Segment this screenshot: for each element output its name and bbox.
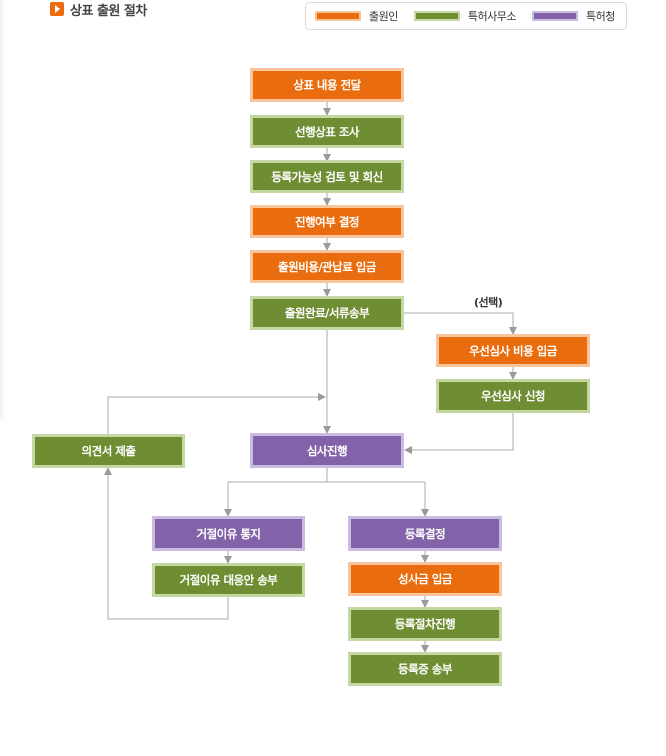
connector bbox=[403, 312, 517, 335]
node-registration-process: 등록절차진행 bbox=[348, 607, 502, 641]
node-deliver-trademark: 상표 내용 전달 bbox=[250, 68, 404, 102]
node-success-fee: 성사금 입금 bbox=[348, 562, 502, 596]
node-filing-payment: 출원비용/관납료 입금 bbox=[250, 250, 404, 283]
legend-item-patent-office: 특허청 bbox=[531, 8, 615, 24]
legend: 출원인 특허사무소 특허청 bbox=[305, 2, 627, 30]
connector bbox=[104, 467, 229, 620]
node-rejection-notice: 거절이유 통지 bbox=[152, 516, 305, 551]
node-filing-complete: 출원완료/서류송부 bbox=[250, 296, 404, 330]
node-registrability-review: 등록가능성 검토 및 회신 bbox=[250, 160, 404, 193]
play-icon bbox=[50, 2, 64, 16]
node-rejection-response: 거절이유 대응안 송부 bbox=[152, 563, 305, 597]
node-certificate-delivery: 등록증 송부 bbox=[348, 652, 502, 686]
page-title: 상표 출원 절차 bbox=[50, 0, 147, 19]
legend-item-applicant: 출원인 bbox=[315, 8, 398, 24]
page-title-text: 상표 출원 절차 bbox=[70, 3, 147, 19]
node-proceed-decision: 진행여부 결정 bbox=[250, 205, 404, 238]
connector bbox=[404, 412, 514, 454]
node-priority-payment: 우선심사 비용 입금 bbox=[436, 334, 590, 367]
legend-item-law-firm: 특허사무소 bbox=[413, 8, 517, 24]
connector bbox=[107, 393, 326, 434]
node-priority-request: 우선심사 신청 bbox=[436, 379, 590, 413]
node-examination: 심사진행 bbox=[250, 433, 404, 468]
legend-swatch-orange bbox=[315, 11, 361, 21]
node-prior-search: 선행상표 조사 bbox=[250, 115, 404, 148]
legend-label: 특허사무소 bbox=[467, 10, 517, 23]
legend-label: 특허청 bbox=[585, 10, 615, 23]
node-registration-decision: 등록결정 bbox=[348, 516, 502, 551]
optional-label: (선택) bbox=[474, 296, 503, 309]
legend-swatch-green bbox=[413, 11, 460, 21]
left-edge-shadow bbox=[0, 0, 6, 420]
legend-swatch-purple bbox=[531, 11, 578, 21]
legend-label: 출원인 bbox=[369, 10, 398, 23]
node-submit-opinion: 의견서 제출 bbox=[32, 434, 185, 468]
